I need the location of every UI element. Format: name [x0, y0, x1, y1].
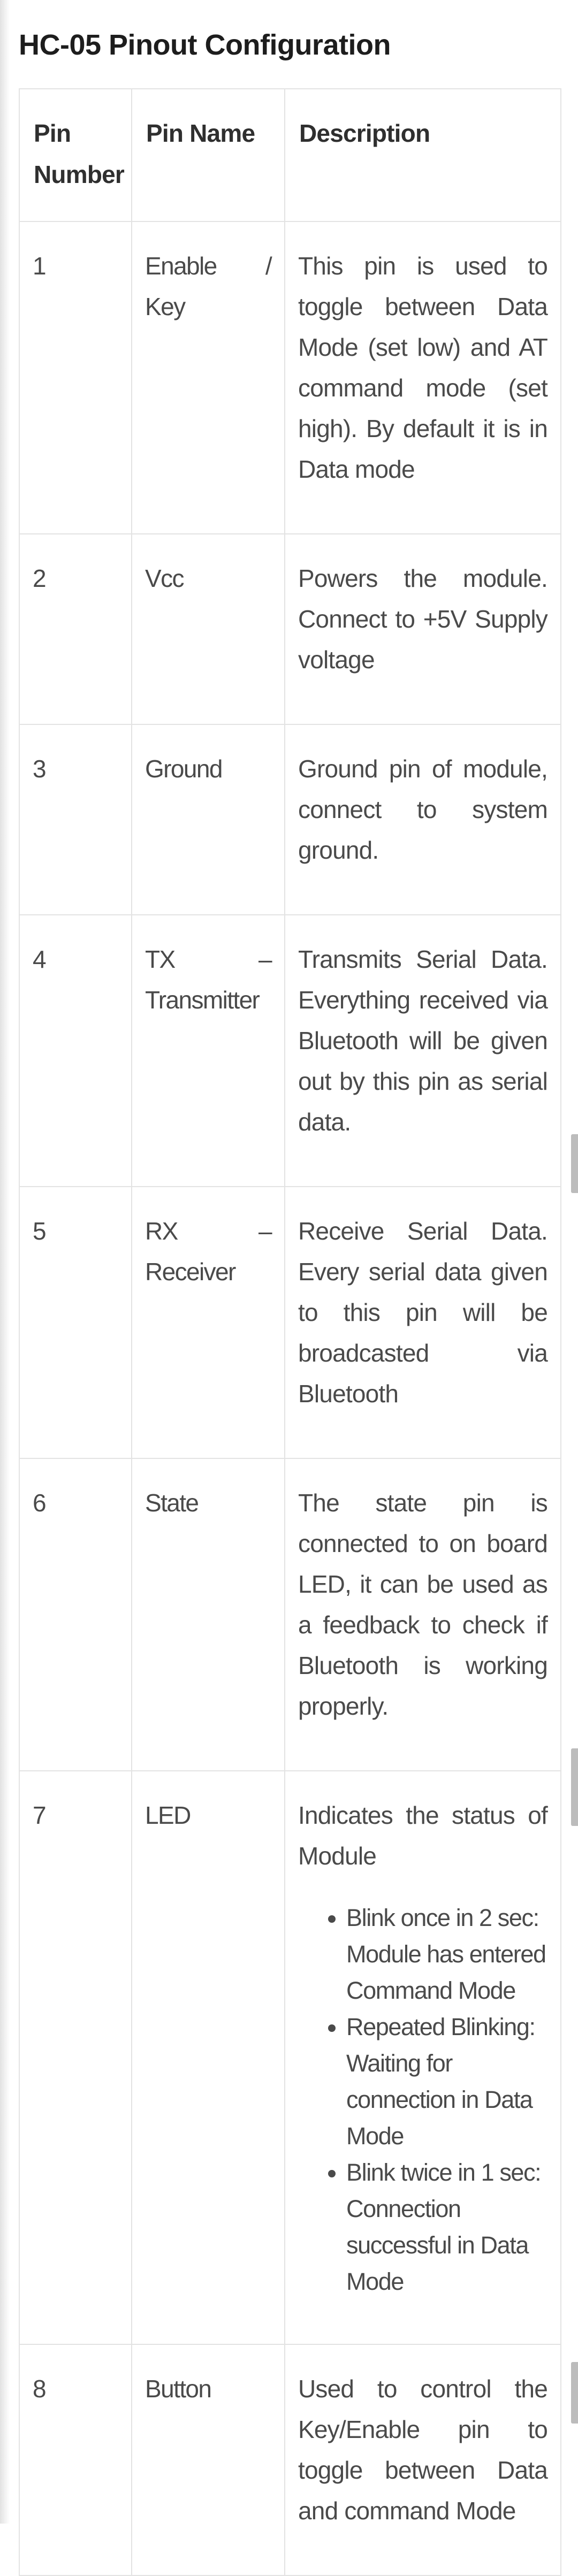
pin-number-cell: 4: [19, 914, 132, 1187]
pin-description-cell: Indicates the status of ModuleBlink once…: [284, 1770, 561, 2345]
table-row: 3 Ground Ground pin of module, connect to …: [19, 724, 561, 915]
led-status-item: Blink twice in 1 sec: Connection success…: [346, 2154, 547, 2300]
pin-name: Button: [145, 2375, 212, 2403]
pin-name-cell: RX – Receiver: [131, 1186, 285, 1459]
pin-description-cell: Receive Serial Data. Every serial data g…: [284, 1186, 561, 1459]
led-status-item: Repeated Blinking: Waiting for connectio…: [346, 2009, 547, 2154]
pin-number-cell: 6: [19, 1458, 132, 1771]
pin-name-cell: Enable / Key: [131, 221, 285, 534]
pin-description: This pin is used to toggle between Data …: [298, 252, 548, 483]
pin-number: 3: [33, 755, 47, 783]
pin-description: Ground pin of module, connect to system …: [298, 755, 548, 864]
header-row: Pin Number Pin Name Description: [19, 88, 561, 222]
table-row: 5 RX – Receiver Receive Serial Data. Every…: [19, 1186, 561, 1459]
pinout-table-body: 1 Enable / Key This pin is used to toggle …: [19, 221, 561, 2576]
pin-name: RX – Receiver: [145, 1217, 272, 1286]
table-row: 8 Button Used to control the Key/Enable pi…: [19, 2344, 561, 2576]
pin-name: LED: [145, 1801, 191, 1829]
pin-number-cell: 3: [19, 724, 132, 915]
column-header-pin-name: Pin Name: [131, 88, 285, 222]
led-status-list: Blink once in 2 sec: Module has entered …: [298, 1900, 547, 2300]
table-row: 7 LED Indicates the status of ModuleBlink …: [19, 1770, 561, 2345]
pin-description-cell: The state pin is connected to on board L…: [284, 1458, 561, 1771]
scrollbar-thumb[interactable]: [571, 1134, 578, 1193]
pin-name: TX – Transmitter: [145, 945, 272, 1014]
pin-number: 1: [33, 252, 47, 280]
scrollbar-thumb[interactable]: [571, 1748, 578, 1826]
pin-name-cell: Ground: [131, 724, 285, 915]
pin-name: Ground: [145, 755, 223, 783]
left-edge-shadow: [0, 0, 10, 2524]
pin-number-cell: 1: [19, 221, 132, 534]
table-row: 4 TX – Transmitter Transmits Serial Data. …: [19, 914, 561, 1187]
pin-description: Powers the module. Connect to +5V Supply…: [298, 564, 548, 674]
table-row: 6 State The state pin is connected to on b…: [19, 1458, 561, 1771]
pin-number: 6: [33, 1489, 47, 1517]
pin-name-cell: LED: [131, 1770, 285, 2345]
pin-description-cell: This pin is used to toggle between Data …: [284, 221, 561, 534]
pin-description: Transmits Serial Data. Everything receiv…: [298, 945, 548, 1136]
page: { "page": { "title": "HC-05 Pinout Confi…: [0, 0, 578, 2524]
pin-number-cell: 8: [19, 2344, 132, 2576]
pin-description-cell: Transmits Serial Data. Everything receiv…: [284, 914, 561, 1187]
pin-name-cell: Button: [131, 2344, 285, 2576]
pin-number: 7: [33, 1801, 47, 1829]
pin-name-cell: TX – Transmitter: [131, 914, 285, 1187]
pinout-table: Pin Number Pin Name Description 1 Enable …: [19, 88, 561, 2576]
pin-description-cell: Ground pin of module, connect to system …: [284, 724, 561, 915]
table-row: 2 Vcc Powers the module. Connect to +5V Su…: [19, 533, 561, 725]
pin-name-cell: State: [131, 1458, 285, 1771]
column-header-description: Description: [284, 88, 561, 222]
pin-description: Receive Serial Data. Every serial data g…: [298, 1217, 548, 1408]
pin-number-cell: 7: [19, 1770, 132, 2345]
table-row: 1 Enable / Key This pin is used to toggle …: [19, 221, 561, 534]
pin-name: Vcc: [145, 564, 184, 592]
pin-number-cell: 5: [19, 1186, 132, 1459]
pin-name: State: [145, 1489, 199, 1517]
pin-number-cell: 2: [19, 533, 132, 725]
pin-name: Enable / Key: [145, 252, 272, 320]
pinout-table-head: Pin Number Pin Name Description: [19, 88, 561, 222]
pin-number: 5: [33, 1217, 47, 1245]
pin-number: 4: [33, 945, 47, 973]
pin-description: The state pin is connected to on board L…: [298, 1489, 548, 1720]
pin-description-cell: Powers the module. Connect to +5V Supply…: [284, 533, 561, 725]
pin-description: Indicates the status of Module: [298, 1801, 548, 1870]
pin-description-cell: Used to control the Key/Enable pin to to…: [284, 2344, 561, 2576]
pin-description: Used to control the Key/Enable pin to to…: [298, 2375, 548, 2525]
pin-name-cell: Vcc: [131, 533, 285, 725]
led-status-item: Blink once in 2 sec: Module has entered …: [346, 1900, 547, 2009]
page-title: HC-05 Pinout Configuration: [19, 29, 391, 61]
scrollbar-thumb[interactable]: [571, 2362, 578, 2424]
column-header-pin-number: Pin Number: [19, 88, 132, 222]
pin-number: 2: [33, 564, 47, 592]
pin-number: 8: [33, 2375, 47, 2403]
